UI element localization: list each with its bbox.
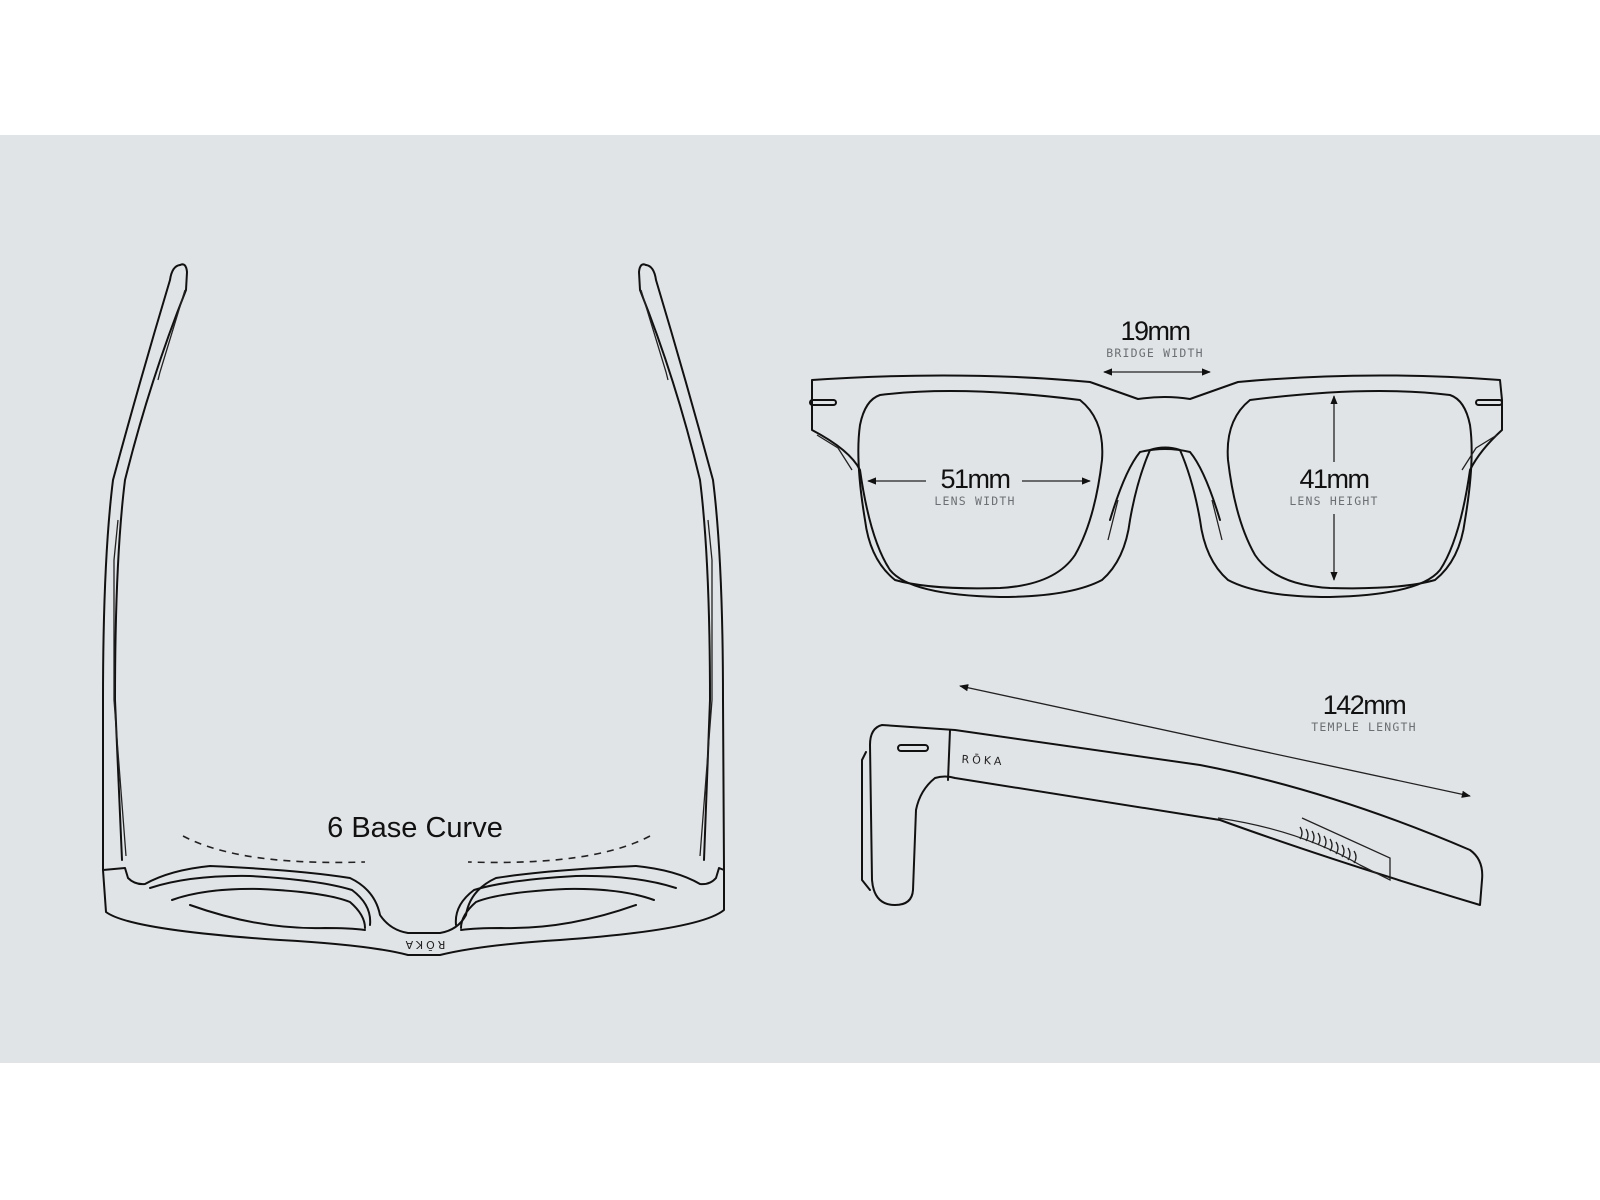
lens-height-caption: LENS HEIGHT (1289, 494, 1379, 508)
side-view-brand-logo: RŌKA (961, 752, 1005, 769)
bridge-width-caption: BRIDGE WIDTH (1106, 346, 1204, 360)
top-view-brand-logo: RŌKA (402, 938, 446, 951)
side-view-glasses-drawing (861, 684, 1484, 906)
temple-length-caption: TEMPLE LENGTH (1311, 720, 1417, 734)
diagram-panel (0, 135, 1600, 1063)
bridge-width-measurement: 19mm BRIDGE WIDTH (1106, 316, 1203, 360)
lens-width-value: 51mm (940, 464, 1011, 494)
lens-width-caption: LENS WIDTH (934, 494, 1016, 508)
lens-width-measurement: 51mm LENS WIDTH (934, 464, 1015, 508)
grip-texture (1299, 826, 1357, 864)
temple-length-measurement: 142mm TEMPLE LENGTH (1311, 690, 1417, 734)
base-curve-label: 6 Base Curve (327, 812, 503, 844)
lens-height-measurement: 41mm LENS HEIGHT (1289, 464, 1378, 508)
top-view-glasses-drawing (102, 263, 725, 956)
front-view-glasses-drawing (809, 368, 1503, 598)
bridge-width-value: 19mm (1120, 316, 1191, 346)
temple-length-value: 142mm (1322, 690, 1407, 720)
lens-height-value: 41mm (1299, 464, 1370, 494)
